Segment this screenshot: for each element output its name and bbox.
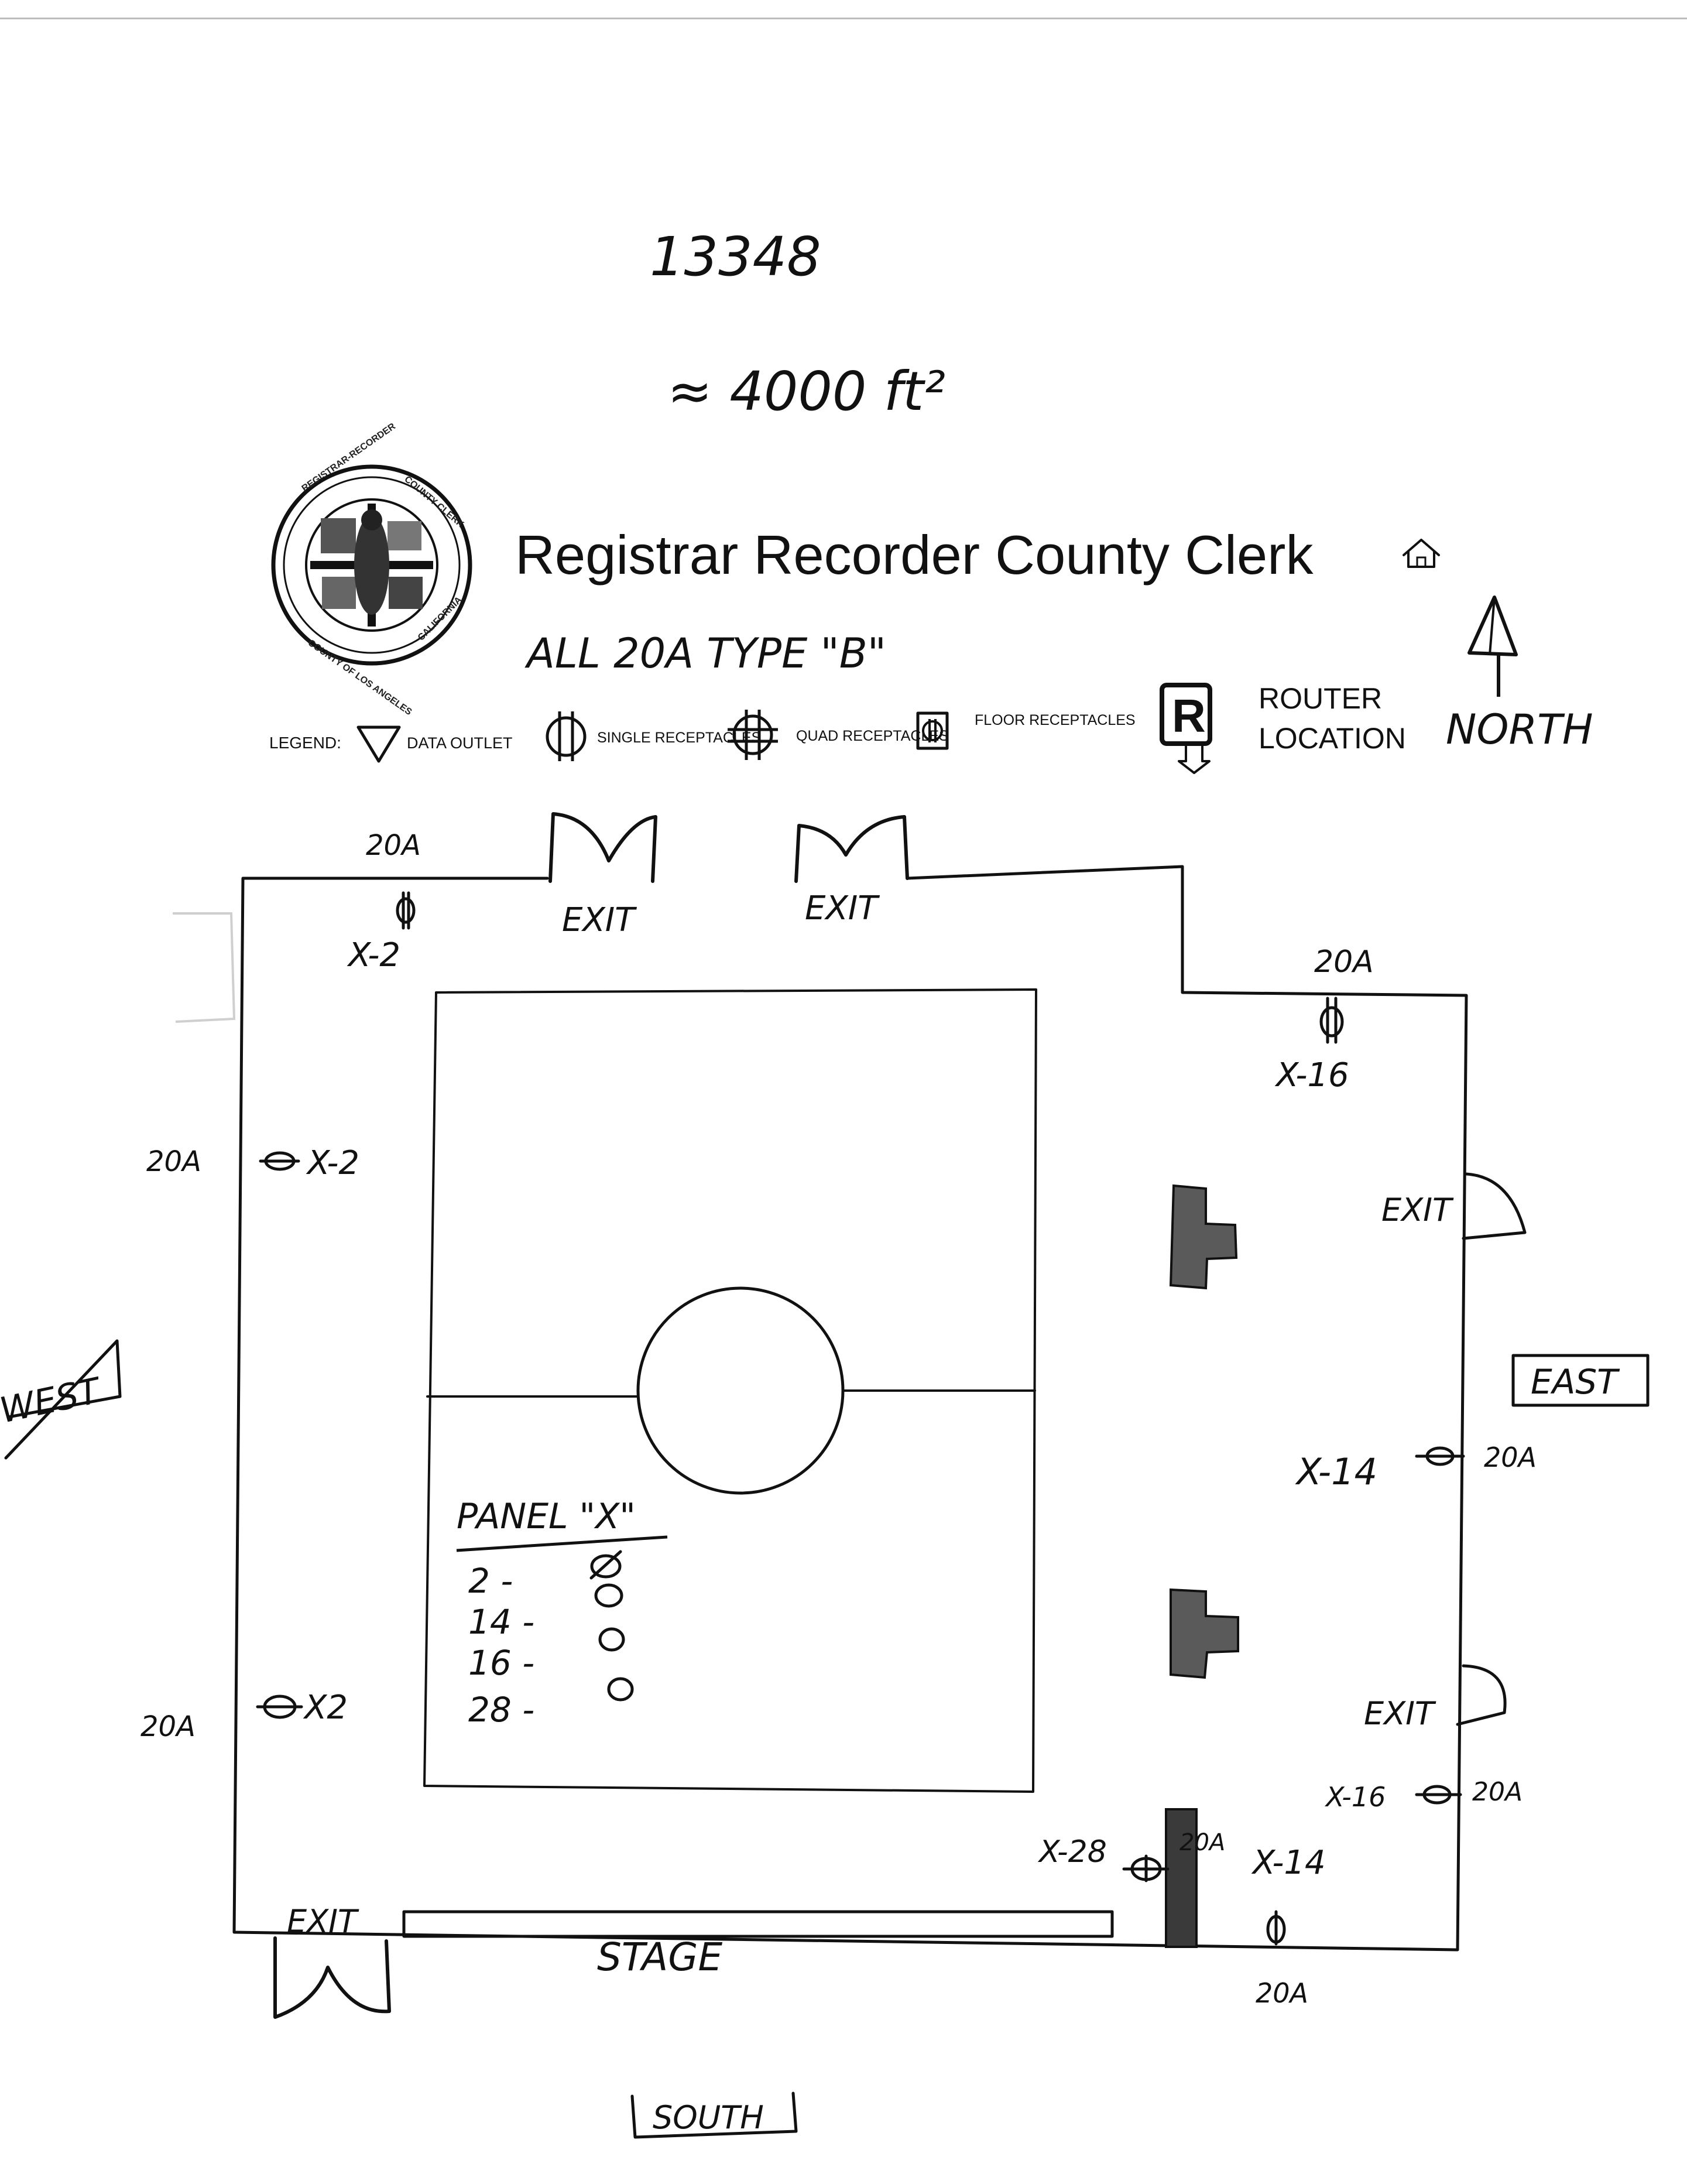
outlet-2-amps: 20A (146, 1145, 201, 1178)
outlet-3-amps: 20A (140, 1710, 196, 1743)
floor-receptacle-icon (916, 711, 949, 750)
receptacle-west-2 (256, 1695, 303, 1719)
receptacle-south (1266, 1910, 1286, 1946)
outlet-1-circuit: X-2 (347, 936, 400, 974)
quad-receptacle-icon (728, 710, 778, 760)
area-note: ≈ 4000 ft² (667, 360, 945, 423)
column-south (1165, 1808, 1198, 1948)
outlet-6-circuit: X-16 (1325, 1781, 1386, 1813)
east-label-box: EAST (1511, 1354, 1650, 1407)
south-label: SOUTH (653, 2099, 764, 2136)
north-arrow-icon (1467, 595, 1518, 697)
outlet-4-amps: 20A (1314, 944, 1374, 980)
exit-label-north-1: EXIT (562, 901, 637, 939)
outlet-5-circuit: X-14 (1295, 1450, 1377, 1493)
east-exit-door-1 (1462, 1172, 1527, 1240)
home-icon (1403, 539, 1440, 568)
inner-hall-outline (423, 988, 1037, 1793)
outlet-1-amps: 20A (366, 829, 421, 862)
outlet-2-circuit: X-2 (306, 1144, 359, 1182)
exit-label-south: EXIT (287, 1903, 359, 1940)
panel-row-1: 2 - (468, 1561, 513, 1601)
panel-row-3: 16 - (468, 1643, 534, 1683)
svg-text:R: R (1172, 690, 1206, 742)
panel-underline (456, 1535, 668, 1552)
outlet-5-amps: 20A (1484, 1442, 1537, 1473)
receptacle-east (1415, 1446, 1465, 1466)
column-upper (1169, 1184, 1238, 1290)
receptacle-west-1 (259, 1151, 300, 1171)
legend-floor-receptacles: FLOOR RECEPTACLES (975, 712, 1136, 728)
exit-label-east-1: EXIT (1381, 1192, 1454, 1228)
receptacle-northeast (1319, 997, 1344, 1044)
outlet-4-circuit: X-16 (1274, 1056, 1349, 1094)
receptacle-east-lower (1415, 1785, 1462, 1805)
north-label: NORTH (1446, 706, 1593, 754)
top-border (0, 18, 1687, 19)
north-exit-door-2 (794, 815, 909, 883)
org-title: Registrar Recorder County Clerk (515, 524, 1314, 586)
north-exit-door-1 (548, 812, 657, 883)
outlet-6-amps: 20A (1472, 1777, 1523, 1807)
building-outline (232, 865, 1468, 1952)
outlet-8-circuit: X-14 (1251, 1844, 1326, 1882)
exit-label-north-2: EXIT (805, 889, 880, 927)
exit-label-east-2: EXIT (1364, 1695, 1436, 1732)
west-label-box: WEST (0, 1339, 122, 1460)
panel-outlet-symbols (589, 1550, 634, 1702)
outlet-8-amps: 20A (1256, 1977, 1308, 2009)
south-exit-door (273, 1936, 391, 2019)
east-label: EAST (1531, 1362, 1620, 1402)
county-seal-logo: REGISTRAR-RECORDER COUNTY CLERK COUNTY O… (271, 421, 472, 717)
legend-router-line-1: ROUTER (1259, 682, 1382, 715)
receptacle-south-column (1122, 1854, 1170, 1882)
stage-platform (402, 1910, 1114, 1938)
stage-label: STAGE (597, 1935, 722, 1980)
outlet-7-circuit: X-28 (1037, 1834, 1107, 1870)
single-receptacle-icon (546, 711, 587, 761)
column-lower (1170, 1588, 1239, 1679)
east-exit-door-2 (1456, 1664, 1507, 1726)
router-r-icon: R (1160, 683, 1212, 774)
job-number: 13348 (650, 225, 821, 288)
outlet-3-circuit: X2 (303, 1689, 348, 1727)
data-outlet-icon (356, 725, 401, 763)
center-circle (636, 1286, 845, 1495)
outlet-7-amps: 20A (1179, 1829, 1225, 1856)
south-label-box: SOUTH (630, 2091, 798, 2139)
legend-data-outlet: DATA OUTLET (407, 734, 513, 752)
legend-label: LEGEND: (269, 734, 341, 752)
west-label: WEST (0, 1370, 106, 1432)
panel-row-2: 14 - (468, 1602, 534, 1642)
panel-row-4: 28 - (468, 1690, 534, 1730)
panel-title: PANEL "X" (457, 1496, 636, 1537)
type-note: ALL 20A TYPE "B" (524, 629, 886, 677)
receptacle-north-1 (396, 891, 416, 930)
faded-exit-west (173, 912, 236, 1023)
legend-router-line-2: LOCATION (1259, 722, 1406, 755)
